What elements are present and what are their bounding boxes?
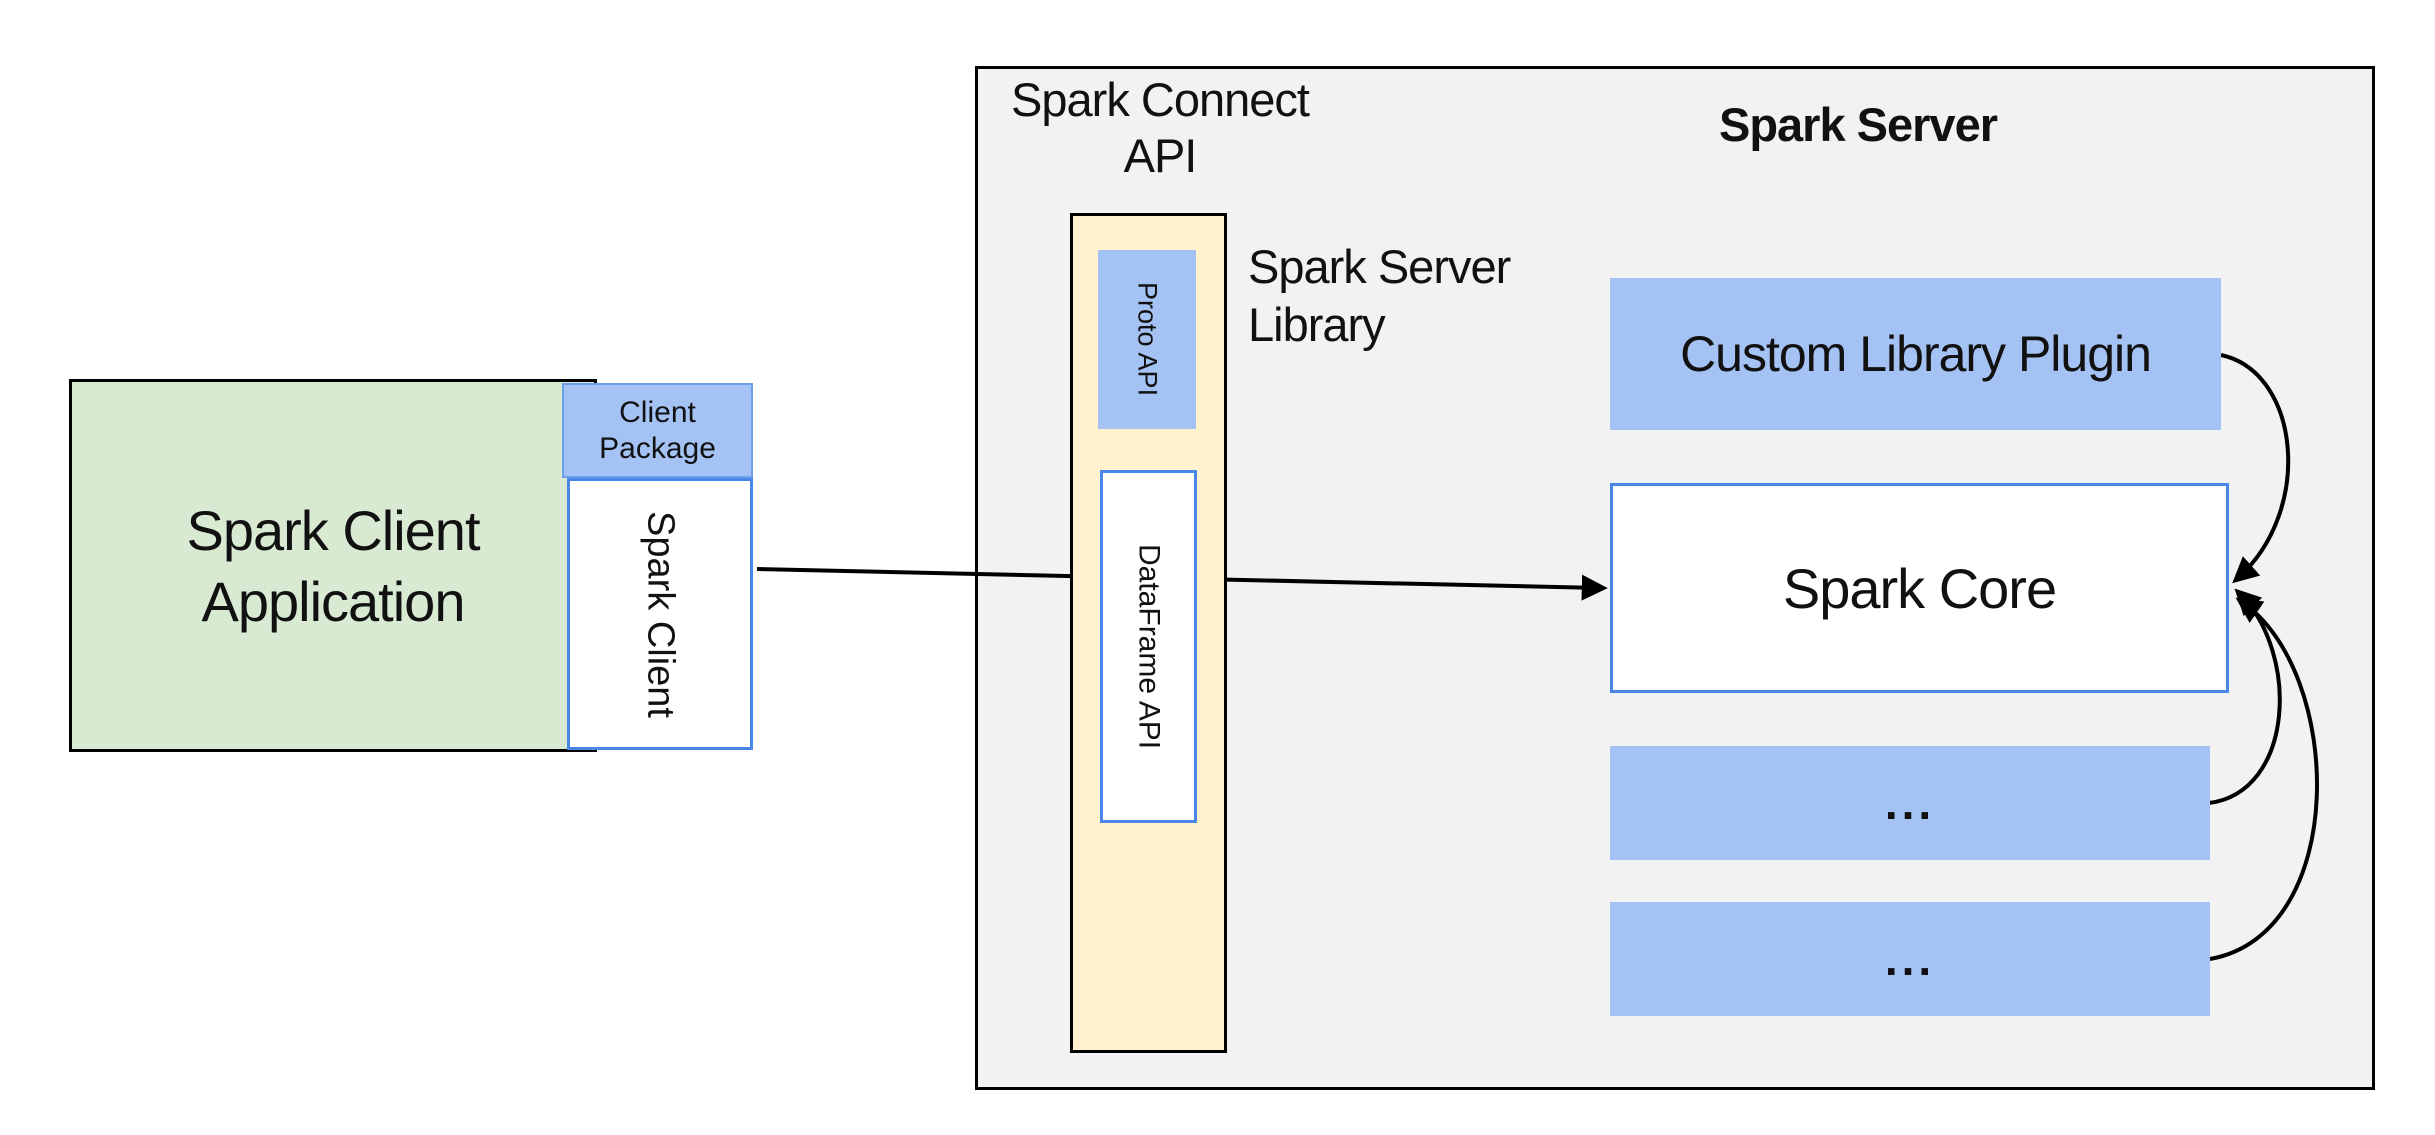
spark-connect-api-line1: Spark Connect	[1011, 73, 1310, 126]
custom-library-plugin-label: Custom Library Plugin	[1680, 326, 2152, 382]
proto-api-label: Proto API	[1132, 282, 1163, 397]
custom-library-plugin-box: Custom Library Plugin	[1610, 278, 2221, 430]
server-module-2-label: ...	[1884, 933, 1936, 985]
spark-core-box: Spark Core	[1610, 483, 2229, 693]
proto-api-box: Proto API	[1098, 250, 1196, 429]
server-module-1-label: ...	[1884, 777, 1936, 829]
spark-server-library-line1: Spark Server	[1248, 240, 1511, 293]
spark-client-application-line2: Application	[201, 569, 466, 633]
server-module-box-1: ...	[1610, 746, 2210, 860]
spark-connect-api-line2: API	[1123, 129, 1198, 182]
spark-connect-api-label: Spark Connect API	[1005, 72, 1315, 184]
spark-server-title: Spark Server	[1718, 98, 1998, 151]
client-package-line2: Package	[599, 431, 716, 465]
spark-client-box: Spark Client	[567, 478, 753, 750]
spark-client-application-box: Spark Client Application	[69, 379, 597, 752]
spark-core-label: Spark Core	[1782, 556, 2057, 620]
client-package-line1: Client	[619, 395, 696, 429]
spark-client-label: Spark Client	[639, 510, 682, 718]
server-module-box-2: ...	[1610, 902, 2210, 1016]
spark-client-application-label: Spark Client Application	[186, 495, 480, 637]
client-package-label: Client Package	[599, 395, 716, 467]
spark-client-application-line1: Spark Client	[186, 498, 480, 562]
spark-server-library-label: Spark Server Library	[1248, 238, 1578, 354]
client-package-box: Client Package	[562, 383, 753, 478]
spark-server-library-line2: Library	[1248, 298, 1386, 351]
